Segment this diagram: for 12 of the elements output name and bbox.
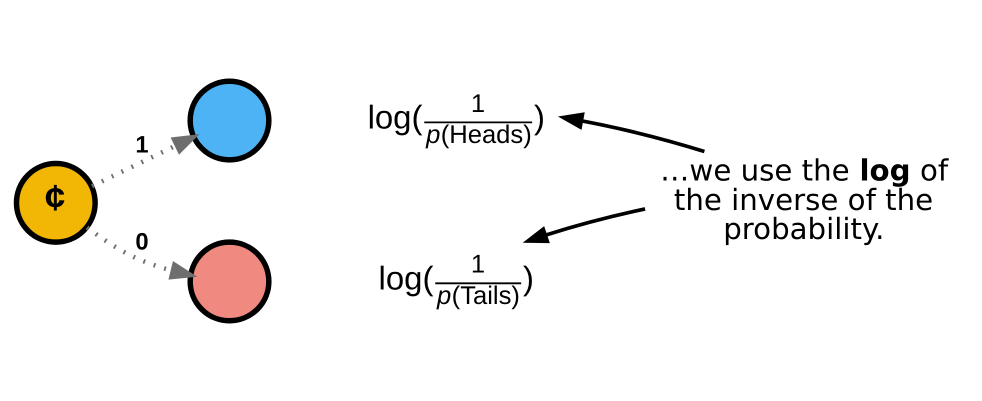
- arrow: [91, 134, 200, 188]
- edge-label: 0: [135, 228, 149, 255]
- edge-label: 1: [135, 130, 149, 158]
- node-circle: [187, 238, 272, 324]
- arrow: [86, 225, 198, 280]
- arrow: [522, 206, 646, 243]
- node-circle: [187, 78, 272, 162]
- node-circle: ¢: [14, 160, 98, 244]
- node-text: …we use the log of the inverse of the probability.: [660, 153, 948, 246]
- arrow: [558, 112, 705, 153]
- node-text: log( 1 ) p(Heads): [368, 89, 545, 148]
- node-text: log( 1 ) p(Tails): [378, 250, 534, 310]
